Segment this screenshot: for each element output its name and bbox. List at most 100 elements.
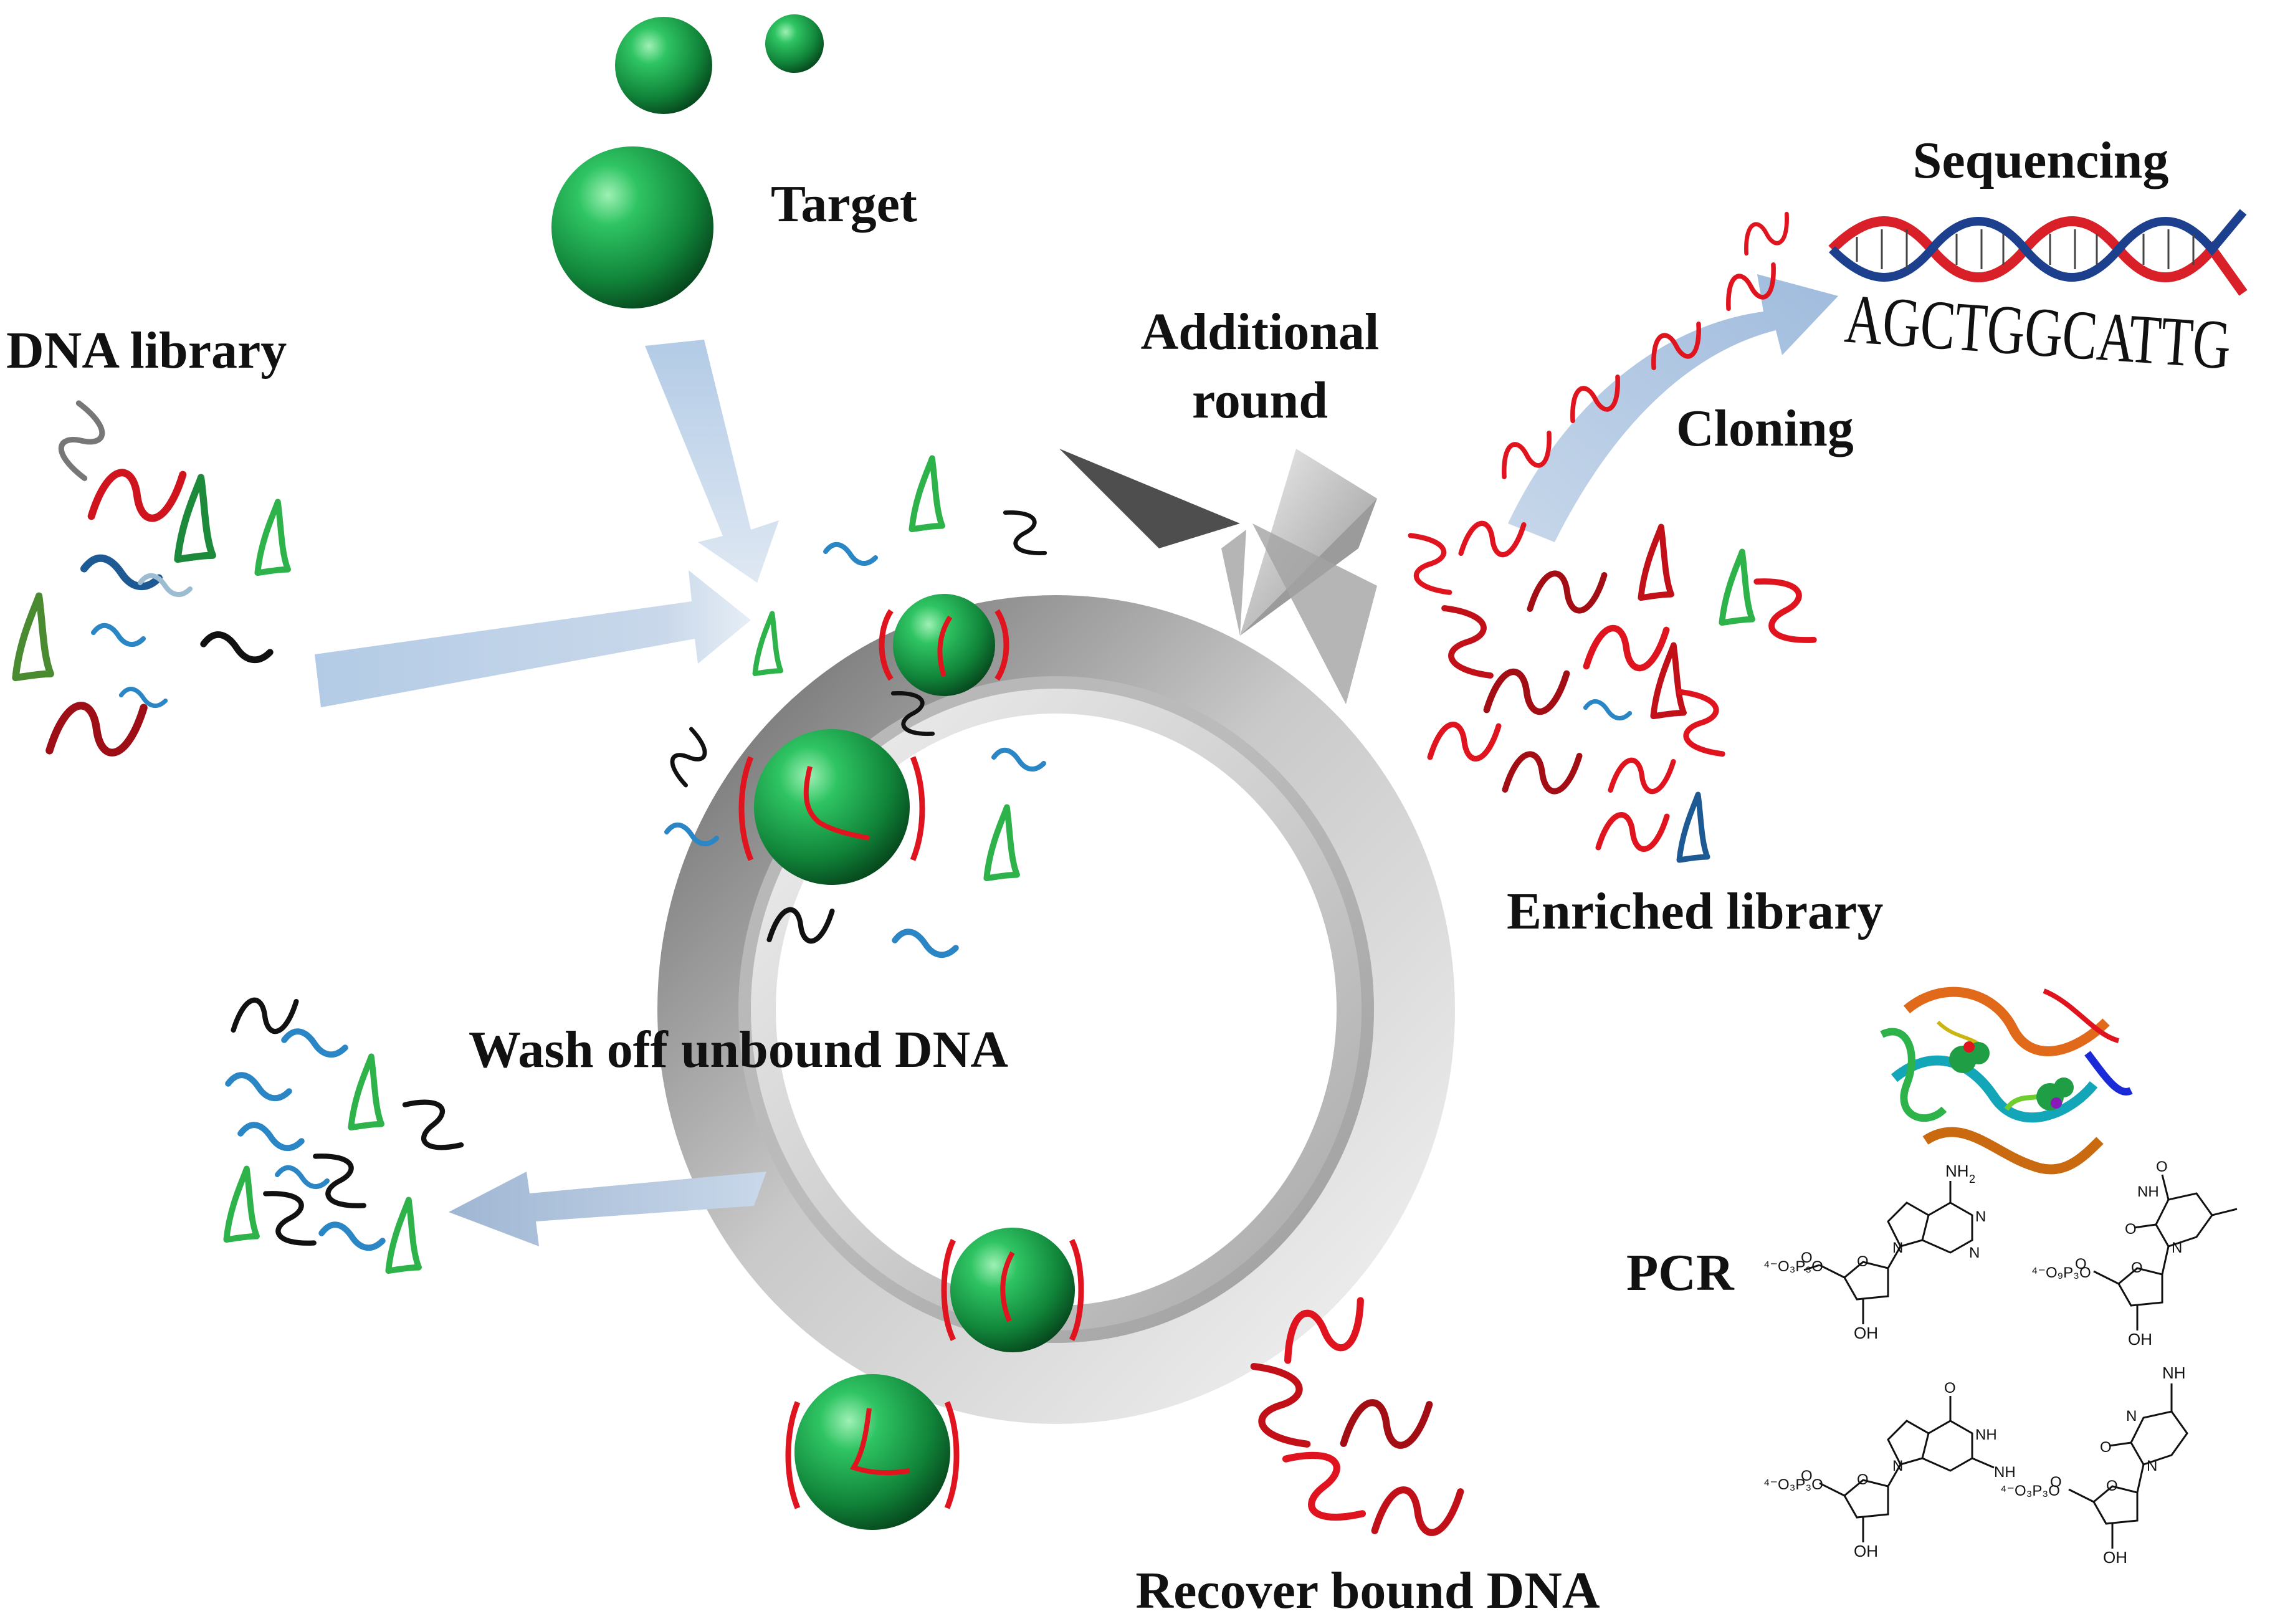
dna-strand-icon bbox=[1505, 754, 1579, 791]
dna-strand-icon bbox=[241, 1125, 302, 1148]
ring-oxygen-label: O bbox=[2106, 1478, 2118, 1494]
ring-oxygen-label: O bbox=[1857, 1253, 1869, 1270]
nucleotide-structure-icon: OH O ⁴⁻O₃P₃O O O NH NH N bbox=[1763, 1380, 2016, 1560]
carbonyl-label: O bbox=[2125, 1221, 2137, 1238]
nh-label: NH bbox=[2137, 1183, 2159, 1200]
n-label: N bbox=[1892, 1239, 1903, 1256]
n-label: N bbox=[1975, 1208, 1986, 1225]
dna-strand-icon bbox=[388, 1200, 419, 1271]
dna-strand-icon bbox=[1375, 1490, 1461, 1533]
labels: Target DNA library Additional round Sequ… bbox=[6, 131, 2168, 1620]
cloning-arrow bbox=[1508, 274, 1838, 542]
washed-strands bbox=[226, 1000, 462, 1271]
bound-target-bottom bbox=[785, 1374, 960, 1530]
dna-strand-icon bbox=[912, 458, 942, 529]
dna-strand-icon bbox=[1641, 527, 1671, 598]
hydroxyl-label: OH bbox=[1854, 1324, 1878, 1342]
hydroxyl-label: OH bbox=[2103, 1548, 2127, 1567]
amine-label: NH bbox=[2162, 1364, 2186, 1382]
dna-strand-icon bbox=[1004, 504, 1046, 561]
n-label: N bbox=[1969, 1244, 1980, 1261]
dna-strand-icon bbox=[228, 1075, 289, 1098]
phosphate-label: ⁴⁻O₃P₃O bbox=[1763, 1476, 1823, 1493]
dna-strand-icon bbox=[1722, 552, 1752, 623]
hydroxyl-label: OH bbox=[1854, 1542, 1878, 1560]
additional-round-arrowhead bbox=[1059, 449, 1377, 704]
dna-strand-icon bbox=[121, 689, 165, 706]
nh-label: NH bbox=[1975, 1426, 1997, 1443]
target-label: Target bbox=[771, 175, 917, 233]
dna-strand-icon bbox=[234, 1000, 297, 1031]
additional-round-label-line1: Additional bbox=[1141, 303, 1380, 361]
ring-oxygen-label: O bbox=[1857, 1471, 1869, 1488]
nucleotide-structure-icon: OH O ⁴⁻O₉P₃O O O O NH N bbox=[2031, 1158, 2238, 1349]
dna-strand-icon bbox=[54, 403, 109, 479]
enriched-library-strands bbox=[1409, 523, 1815, 860]
green-sphere-icon bbox=[615, 17, 712, 114]
dna-strand-icon bbox=[1585, 702, 1629, 719]
double-helix-icon bbox=[1828, 209, 2248, 296]
dna-strand-icon bbox=[284, 1031, 345, 1054]
dna-strand-icon bbox=[1611, 760, 1674, 791]
dna-strand-icon bbox=[1284, 1438, 1364, 1534]
dna-strand-icon bbox=[84, 558, 159, 586]
enriched-library-label: Enriched library bbox=[1507, 882, 1883, 940]
ester-oxygen-label: O bbox=[1801, 1249, 1813, 1266]
additional-round-label-line2: round bbox=[1192, 371, 1328, 429]
recover-bound-label: Recover bound DNA bbox=[1135, 1562, 1600, 1620]
green-sphere-icon bbox=[794, 1374, 950, 1530]
n-label: N bbox=[2126, 1408, 2137, 1425]
bound-target-lower bbox=[941, 1228, 1084, 1352]
dna-strand-icon bbox=[93, 626, 143, 644]
bound-target-top bbox=[879, 594, 1009, 696]
dna-strand-icon bbox=[1755, 570, 1816, 652]
dna-strand-icon bbox=[994, 750, 1044, 769]
carbonyl-label: O bbox=[2100, 1439, 2112, 1456]
carbonyl-label: O bbox=[1944, 1380, 1956, 1397]
cloning-label: Cloning bbox=[1676, 399, 1854, 457]
n-label: N bbox=[1892, 1458, 1903, 1474]
dna-library-cluster bbox=[16, 403, 288, 753]
dna-strand-icon bbox=[986, 807, 1017, 878]
wash-off-arrow bbox=[449, 1172, 766, 1246]
dna-strand-icon bbox=[1409, 530, 1451, 598]
target-spheres bbox=[551, 14, 824, 308]
n-label: N bbox=[2172, 1239, 2182, 1256]
dna-strand-icon bbox=[826, 545, 875, 563]
pcr-label: PCR bbox=[1626, 1244, 1735, 1302]
library-input-arrow bbox=[315, 570, 751, 707]
nucleotide-structure-icon: OH O ⁴⁻O₃P₃O O NH 2 N N N bbox=[1763, 1162, 1986, 1342]
amine-sub-label: 2 bbox=[1969, 1173, 1975, 1185]
target-input-arrow bbox=[645, 340, 779, 583]
dna-strand-icon bbox=[322, 1225, 383, 1248]
phosphate-label: ⁴⁻O₃P₃O bbox=[2000, 1483, 2060, 1499]
wash-off-label: Wash off unbound DNA bbox=[469, 1021, 1008, 1079]
dna-strand-icon bbox=[49, 705, 143, 752]
dna-strand-icon bbox=[351, 1056, 381, 1127]
ester-oxygen-label: O bbox=[2050, 1474, 2062, 1491]
dna-strand-icon bbox=[1430, 725, 1499, 759]
dna-strand-icon bbox=[92, 472, 183, 518]
dna-strand-icon bbox=[1598, 815, 1667, 849]
dna-strand-icon bbox=[755, 614, 781, 674]
dna-strand-icon bbox=[178, 477, 212, 559]
sequence-text: AGCTGGCATTG bbox=[1843, 280, 2233, 385]
dna-strand-icon bbox=[404, 1090, 462, 1160]
dna-strand-icon bbox=[1530, 573, 1604, 610]
dna-strand-icon bbox=[277, 1168, 327, 1187]
carbonyl-label: O bbox=[2156, 1158, 2168, 1175]
green-sphere-icon bbox=[950, 1228, 1075, 1352]
dna-strand-icon bbox=[1679, 795, 1707, 860]
hydroxyl-label: OH bbox=[2128, 1330, 2152, 1349]
amine-label: NH bbox=[1945, 1162, 1969, 1180]
phosphate-label: ⁴⁻O₃P₃O bbox=[1763, 1258, 1823, 1275]
green-sphere-icon bbox=[765, 14, 824, 73]
n-label: N bbox=[2147, 1458, 2157, 1474]
dna-strand-icon bbox=[895, 932, 956, 955]
dna-strand-icon bbox=[1343, 1403, 1429, 1446]
dna-strand-icon bbox=[1487, 672, 1567, 712]
dna-strand-icon bbox=[1738, 213, 1795, 255]
ester-oxygen-label: O bbox=[2075, 1256, 2087, 1273]
green-sphere-icon bbox=[893, 594, 995, 696]
green-sphere-icon bbox=[551, 146, 713, 308]
